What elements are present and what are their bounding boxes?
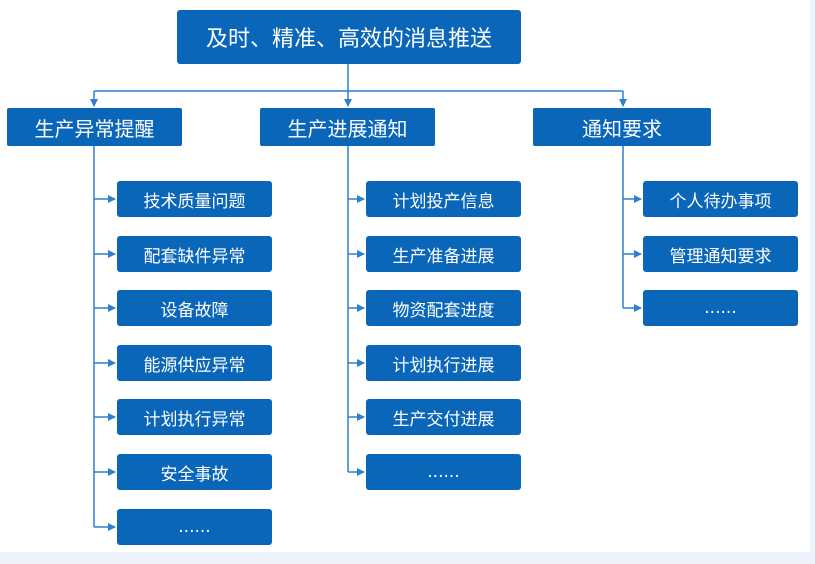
leaf-node: 物资配套进度 xyxy=(366,290,521,326)
leaf-node: 计划投产信息 xyxy=(366,181,521,217)
category-production-progress: 生产进展通知 xyxy=(260,108,435,146)
leaf-node: 管理通知要求 xyxy=(643,236,798,272)
connector-lines xyxy=(90,64,642,531)
leaf-node: ...... xyxy=(366,454,521,490)
leaf-node: 生产交付进展 xyxy=(366,399,521,435)
root-node: 及时、精准、高效的消息推送 xyxy=(177,10,521,64)
leaf-node: 计划执行进展 xyxy=(366,345,521,381)
leaf-node: 配套缺件异常 xyxy=(117,236,272,272)
leaf-node: 计划执行异常 xyxy=(117,399,272,435)
leaf-node: ...... xyxy=(643,290,798,326)
leaf-node: 生产准备进展 xyxy=(366,236,521,272)
leaf-node: 技术质量问题 xyxy=(117,181,272,217)
leaf-node: 个人待办事项 xyxy=(643,181,798,217)
category-production-exception: 生产异常提醒 xyxy=(7,108,182,146)
leaf-node: 设备故障 xyxy=(117,290,272,326)
leaf-node: ...... xyxy=(117,509,272,545)
leaf-node: 能源供应异常 xyxy=(117,345,272,381)
leaf-node: 安全事故 xyxy=(117,454,272,490)
diagram-canvas: 及时、精准、高效的消息推送 生产异常提醒 生产进展通知 通知要求 技术质量问题 … xyxy=(0,0,810,552)
category-notification-requirements: 通知要求 xyxy=(533,108,711,146)
